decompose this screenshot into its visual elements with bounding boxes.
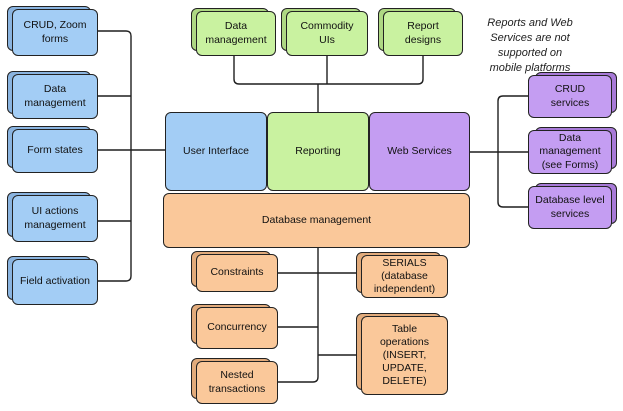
node-form-states[interactable]: Form states: [7, 126, 98, 173]
node-data-management-see-forms[interactable]: Data management (see Forms): [528, 127, 617, 174]
node-crud-zoom-forms[interactable]: CRUD, Zoom forms: [7, 6, 98, 56]
node-label: SERIALS (database independent): [373, 256, 436, 296]
node-serials[interactable]: SERIALS (database independent): [356, 252, 448, 298]
node-label: Data management (see Forms): [539, 132, 601, 171]
node-label: Data management: [24, 83, 86, 109]
connector-left-trunk: [98, 30, 132, 282]
node-report-designs[interactable]: Report designs: [378, 8, 463, 56]
node-reporting[interactable]: Reporting: [267, 112, 369, 191]
node-label: User Interface: [183, 144, 249, 157]
node-nested-transactions[interactable]: Nested transactions: [191, 358, 278, 404]
node-label: Nested transactions: [208, 369, 266, 395]
node-user-interface[interactable]: User Interface: [165, 112, 267, 191]
node-label: Concurrency: [207, 321, 267, 334]
node-label: Database level services: [535, 194, 605, 220]
node-label: Reporting: [295, 144, 341, 157]
node-label: CRUD services: [550, 83, 590, 109]
node-label: Data management: [205, 20, 267, 46]
connector-bottom-trunk: [278, 248, 319, 383]
node-label: UI actions management: [24, 205, 86, 231]
node-label: Form states: [27, 144, 83, 157]
node-label: CRUD, Zoom forms: [23, 19, 87, 45]
node-database-level-services[interactable]: Database level services: [528, 183, 617, 229]
node-ui-actions-management[interactable]: UI actions management: [7, 192, 98, 242]
node-label: Constraints: [210, 266, 264, 279]
node-concurrency[interactable]: Concurrency: [191, 304, 278, 349]
node-web-services[interactable]: Web Services: [369, 112, 470, 191]
node-database-management[interactable]: Database management: [163, 193, 470, 248]
node-data-management-reporting[interactable]: Data management: [191, 8, 276, 56]
node-field-activation[interactable]: Field activation: [7, 256, 98, 305]
node-label: Web Services: [387, 144, 452, 157]
node-commodity-uis[interactable]: Commodity UIs: [281, 8, 368, 56]
node-table-operations[interactable]: Table operations (INSERT, UPDATE, DELETE…: [356, 313, 448, 395]
node-label: Field activation: [19, 275, 91, 288]
node-label: Table operations (INSERT, UPDATE, DELETE…: [379, 322, 430, 388]
node-constraints[interactable]: Constraints: [191, 251, 278, 292]
node-data-management-forms[interactable]: Data management: [7, 71, 98, 119]
connector-top-merge: [233, 56, 424, 85]
mobile-platforms-note: Reports and Web Services are not support…: [487, 17, 573, 74]
node-label: Database management: [261, 213, 372, 226]
node-label: Report designs: [404, 20, 442, 46]
node-crud-services[interactable]: CRUD services: [528, 72, 617, 118]
node-label: Commodity UIs: [300, 20, 354, 46]
